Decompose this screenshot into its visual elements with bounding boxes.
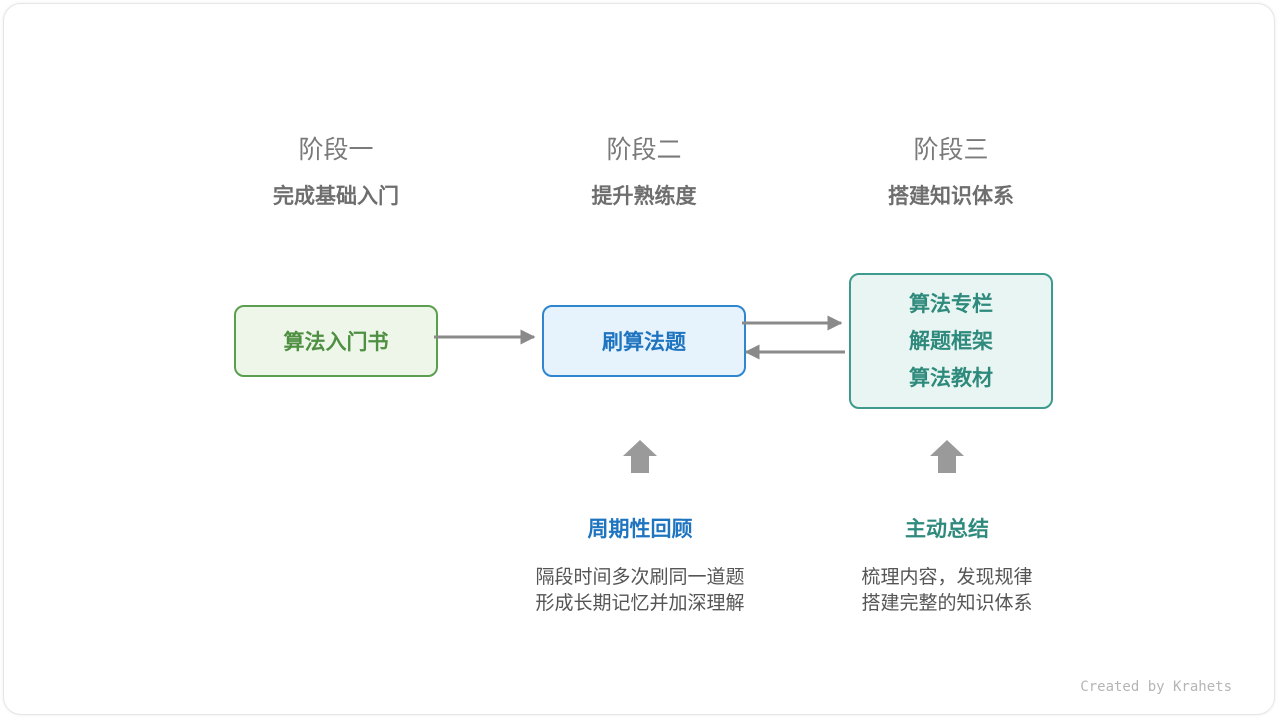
review-line-2: 形成长期记忆并加深理解 [535, 592, 745, 614]
review-line-1: 隔段时间多次刷同一道题 [535, 566, 745, 588]
up-arrow-summary [930, 440, 964, 473]
stage-2-title: 阶段二 [606, 135, 682, 164]
intro-book-box: 算法入门书 [234, 305, 438, 377]
summary-line-2: 搭建完整的知识体系 [861, 592, 1033, 614]
diagram-frame: 阶段一 完成基础入门 阶段二 提升熟练度 阶段三 搭建知识体系 算法入门书 刷算… [3, 3, 1275, 715]
review-title: 周期性回顾 [587, 517, 693, 541]
stage-1-title: 阶段一 [298, 135, 374, 164]
resource-line-columns: 算法专栏 [909, 291, 993, 316]
review-body: 隔段时间多次刷同一道题 形成长期记忆并加深理解 [490, 564, 790, 616]
practice-problems-label: 刷算法题 [602, 330, 686, 354]
practice-problems-box: 刷算法题 [542, 305, 746, 377]
summary-line-1: 梳理内容，发现规律 [861, 566, 1033, 588]
stage-2-subtitle: 提升熟练度 [591, 184, 697, 208]
resource-line-frameworks: 解题框架 [909, 328, 993, 353]
stage-1-subtitle: 完成基础入门 [273, 184, 399, 208]
summary-body: 梳理内容，发现规律 搭建完整的知识体系 [797, 564, 1097, 616]
stage-3-title: 阶段三 [913, 135, 989, 164]
up-arrow-review [623, 440, 657, 473]
stage-3-subtitle: 搭建知识体系 [888, 184, 1014, 208]
flow-arrows [434, 315, 964, 473]
credit-text: Created by Krahets [1080, 679, 1232, 695]
knowledge-resources-box: 算法专栏 解题框架 算法教材 [849, 273, 1053, 409]
summary-title: 主动总结 [905, 517, 989, 541]
intro-book-label: 算法入门书 [283, 330, 389, 354]
resource-line-textbooks: 算法教材 [909, 365, 993, 390]
